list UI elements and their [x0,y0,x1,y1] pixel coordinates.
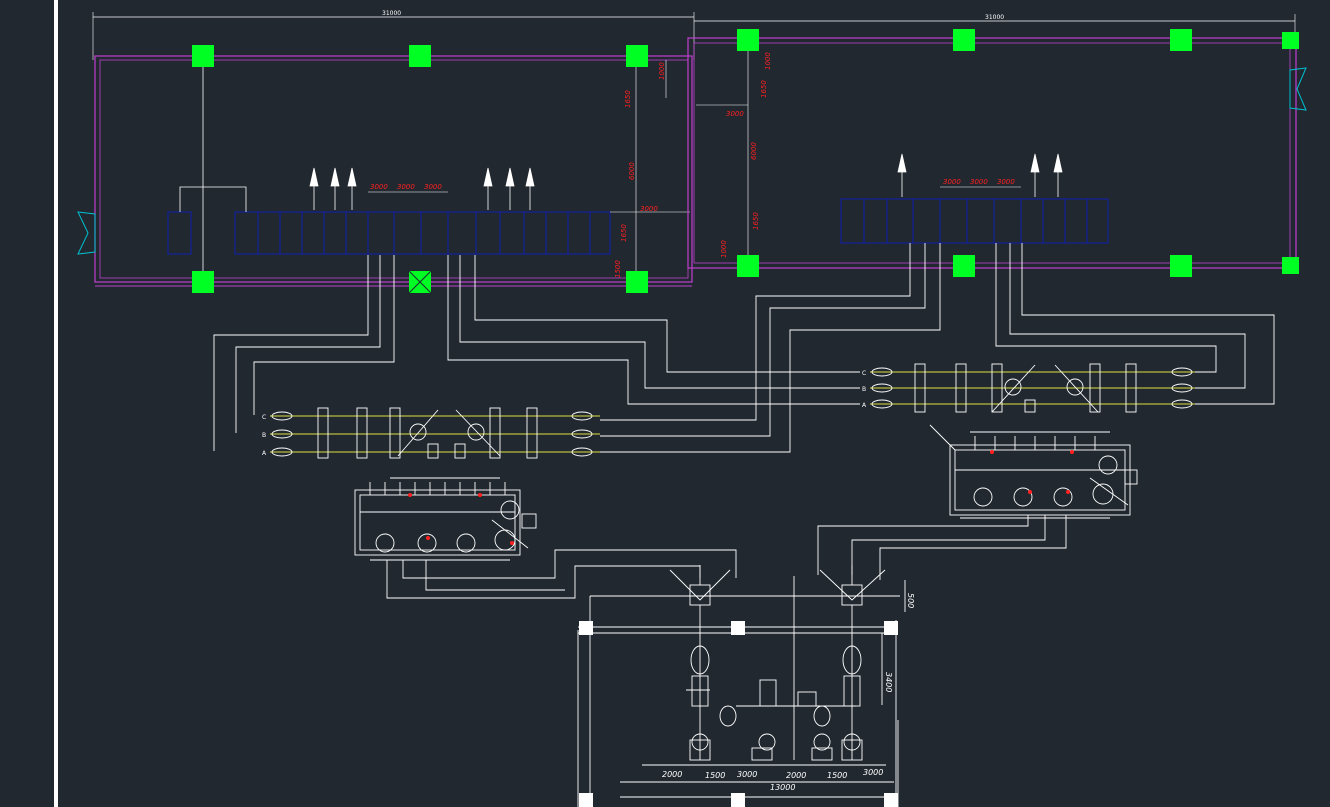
column [579,621,593,635]
cable-routes [213,243,1275,453]
column [1282,257,1299,274]
right-hall-overall-dim: 31000 [985,14,1004,21]
right-vdim-1000: 1000 [764,52,772,70]
right-vdim-3000: 3000 [726,110,744,118]
left-dim-3: 3000 [424,183,442,191]
door-symbol [1289,67,1307,111]
bay-dim-2000b: 2000 [786,771,806,780]
column [737,255,759,277]
left-bus-assembly: C B A [262,407,600,459]
column [579,793,593,807]
bay-dim-3000b: 3000 [863,768,883,777]
column [953,29,975,51]
left-dim-1: 3000 [370,183,388,191]
bay-dim-side: 3400 [884,672,893,692]
left-vdim-3000: 3000 [640,205,658,213]
phase-label-b-left: B [262,432,266,439]
left-vdim-1650a: 1650 [624,90,632,108]
column [1170,29,1192,51]
left-vdim-1500: 1500 [614,260,622,278]
column [192,271,214,293]
left-hall: 31000 [77,10,695,294]
bay-dim-1500a: 1500 [705,771,725,780]
door-symbol [77,211,96,255]
right-vdim-1000b: 1000 [720,240,728,258]
phase-label-a-right: A [862,402,867,409]
phase-label-c-left: C [262,414,266,421]
right-dim-1: 3000 [943,178,961,186]
column [1170,255,1192,277]
column [731,793,745,807]
right-vdim-1650b: 1650 [752,212,760,230]
left-hall-overall-dim: 31000 [382,10,401,17]
switchgear-cabinets-left [167,211,611,255]
column [884,793,898,807]
right-vdim-1650a: 1650 [760,80,768,98]
bay-dim-top: 500 [906,593,915,608]
cable-arrows [309,167,535,210]
cable-routes-lower [386,515,1067,599]
column [192,45,214,67]
phase-label-b-right: B [862,386,866,393]
column [626,271,648,293]
column [626,45,648,67]
right-transformer [929,424,1138,519]
left-dim-2: 3000 [397,183,415,191]
phase-label-a-left: A [262,450,267,457]
left-vdim-1000: 1000 [658,62,666,80]
left-vdim-1650b: 1650 [620,224,628,242]
right-dim-2: 3000 [970,178,988,186]
phase-label-c-right: C [862,370,866,377]
bay-dim-3000a: 3000 [737,770,757,779]
bay-dim-1500b: 1500 [827,771,847,780]
viewport-border [54,0,58,807]
bay-dim-2000a: 2000 [662,770,682,779]
right-hall: 31000 3000 [687,14,1307,277]
left-vdim-6000: 6000 [628,162,636,180]
column [731,621,745,635]
cable-arrows [897,153,1063,197]
right-dim-3: 3000 [997,178,1015,186]
right-vdim-6000: 6000 [750,142,758,160]
column [737,29,759,51]
switchgear-cabinets-right [840,198,1109,244]
bay-dim-overall: 13000 [770,783,795,792]
left-transformer [354,477,537,561]
column [953,255,975,277]
column [884,621,898,635]
right-bus-assembly: C B A [862,363,1195,413]
column [409,45,431,67]
column [1282,32,1299,49]
